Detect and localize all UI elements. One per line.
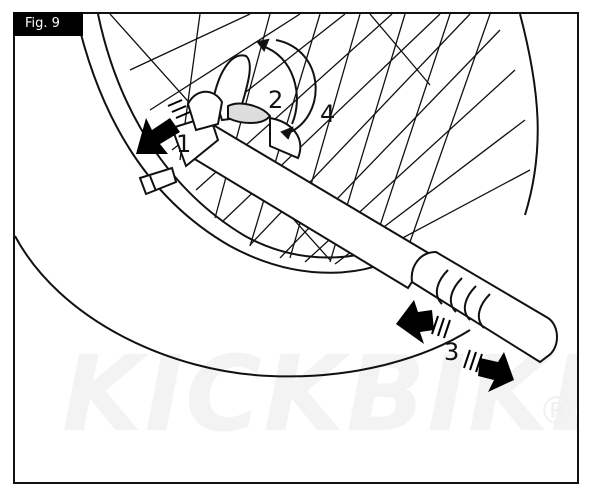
step-label-2: 2 [268,86,283,114]
step-label-3: 3 [444,338,459,366]
thumb-nail [228,104,270,123]
pump [172,116,557,362]
step-label-1: 1 [176,130,191,158]
pump-barrel [183,120,430,288]
rim-right-edge [520,14,538,215]
thumb [270,118,300,158]
figure-tag: Fig. 9 [13,12,83,36]
watermark-text: KICKBIKE [62,333,591,455]
watermark-registered-mark: ® [538,389,576,433]
step-label-4: 4 [320,100,335,128]
